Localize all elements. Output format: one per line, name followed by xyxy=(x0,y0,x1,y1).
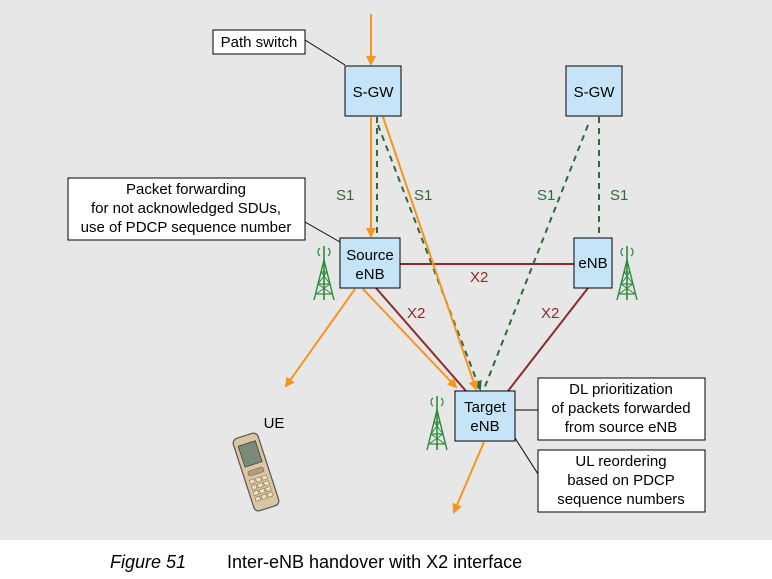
callout-line: DL prioritization xyxy=(569,381,673,398)
x2-link-source-target xyxy=(375,287,467,392)
packet-forwarding-callout xyxy=(67,177,306,241)
callout-line: of packets forwarded xyxy=(551,400,690,417)
figure-title: Inter-eNB handover with X2 interface xyxy=(227,552,523,572)
s1-label: S1 xyxy=(537,187,555,204)
target-enb-label: eNB xyxy=(470,418,499,435)
callout-connector xyxy=(514,437,539,475)
callout-connector xyxy=(304,39,346,66)
mobile-phone-icon xyxy=(232,432,280,512)
callout-line: Packet forwarding xyxy=(126,181,246,198)
enb-label: eNB xyxy=(578,255,607,272)
callout-line: based on PDCP xyxy=(567,472,675,489)
callout-connector xyxy=(304,221,341,243)
sgw-label: S-GW xyxy=(353,84,395,101)
x2-label: X2 xyxy=(407,305,425,322)
callout-line: for not acknowledged SDUs, xyxy=(91,200,281,217)
sgw-node-right xyxy=(565,65,623,117)
sgw-node-left xyxy=(344,65,402,117)
figure-number: Figure 51 xyxy=(110,552,187,572)
figure-caption: Figure 51 Inter-eNB handover with X2 int… xyxy=(0,540,772,579)
sgw-label: S-GW xyxy=(574,84,616,101)
enb-node xyxy=(573,237,613,289)
data-arrow-sgw-target xyxy=(382,116,479,391)
x2-label: X2 xyxy=(470,269,488,286)
ue-label: UE xyxy=(264,415,285,432)
data-arrow-source-ue xyxy=(284,288,356,388)
callout-line: use of PDCP sequence number xyxy=(81,219,292,236)
callout-line: sequence numbers xyxy=(557,491,685,508)
s1-path-new xyxy=(377,124,482,391)
ul-reordering-callout xyxy=(537,449,706,513)
path-switch-callout xyxy=(212,29,306,55)
data-arrow-target-ue xyxy=(452,441,485,514)
callout-line: from source eNB xyxy=(565,419,678,436)
source-enb-label: Source xyxy=(346,247,394,264)
target-enb-label: Target xyxy=(464,399,507,416)
path-switch-text: Path switch xyxy=(221,34,298,51)
x2-label: X2 xyxy=(541,305,559,322)
source-enb-label: eNB xyxy=(355,266,384,283)
handover-diagram: S-GW S-GW Source eNB eNB Target eNB S1 S… xyxy=(0,0,772,540)
target-enb-node xyxy=(454,390,516,442)
s1-label: S1 xyxy=(414,187,432,204)
s1-path-right xyxy=(483,124,589,390)
data-arrow-source-target xyxy=(362,288,458,389)
s1-label: S1 xyxy=(610,187,628,204)
x2-link-enb-target xyxy=(507,287,589,392)
callout-line: UL reordering xyxy=(575,453,666,470)
dl-prioritization-callout xyxy=(537,377,706,441)
source-enb-node xyxy=(339,237,401,289)
s1-label: S1 xyxy=(336,187,354,204)
